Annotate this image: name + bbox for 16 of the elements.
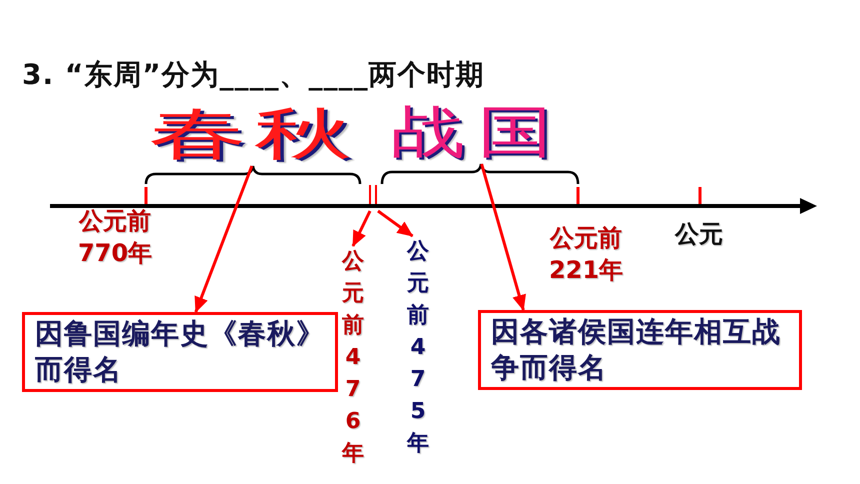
note-box <box>22 312 338 392</box>
arrow <box>194 165 254 313</box>
date-label: 公元前770年 <box>76 206 154 269</box>
period-name: 战国 <box>388 102 568 164</box>
note-text: 因鲁国编年史《春秋》而得名 <box>35 316 326 388</box>
vertical-date-label: 公元前475年 <box>407 236 429 460</box>
arrow <box>480 164 526 311</box>
arrow <box>377 210 414 238</box>
vertical-date-label: 公元前476年 <box>342 246 364 470</box>
period-name: 春秋 <box>146 104 362 166</box>
question-title: 3. “东周”分为____、____两个时期 <box>22 57 485 93</box>
note-text: 因各诸侯国连年相互战争而得名 <box>491 314 782 386</box>
date-label: 公元 <box>674 219 724 250</box>
date-label: 公元前221年 <box>548 223 624 286</box>
note-box <box>478 310 802 390</box>
arrow <box>352 210 372 247</box>
